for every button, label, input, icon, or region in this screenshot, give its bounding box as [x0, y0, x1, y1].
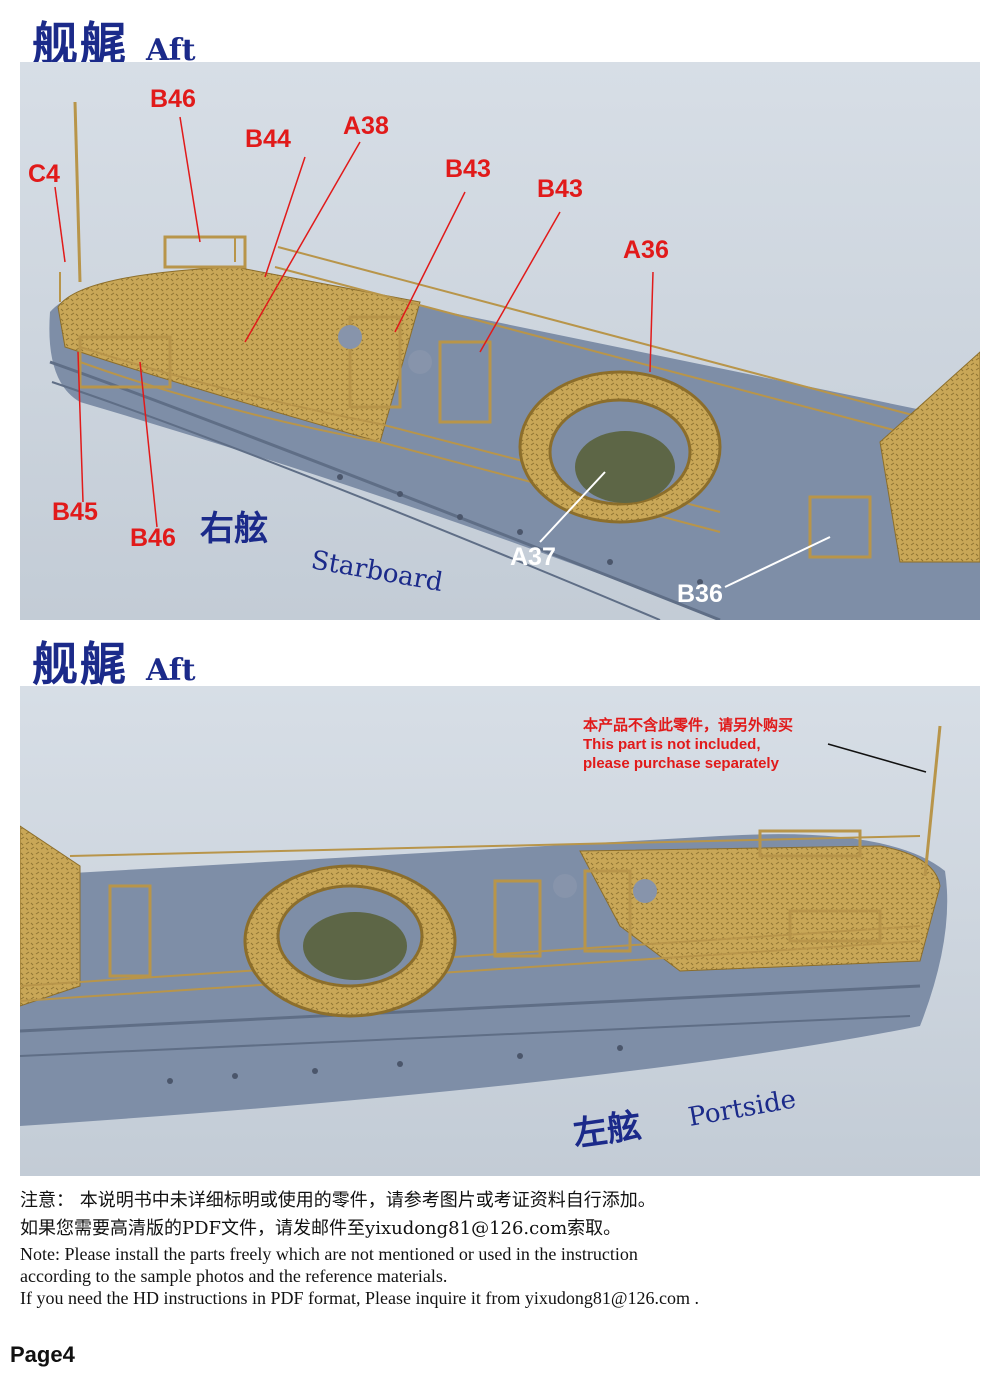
photo-portside: 左舷 Portside	[20, 686, 980, 1176]
title-cn: 舰艉	[32, 637, 128, 691]
label-b43-b: B43	[537, 175, 583, 203]
deck-plate-a38	[57, 266, 421, 443]
note-cn-2: 如果您需要高清版的PDF文件，请发邮件至yixudong81@126.com索取…	[20, 1218, 622, 1239]
note-cn-1: 注意： 本说明书中未详细标明或使用的零件，请参考图片或考证资料自行添加。	[20, 1190, 656, 1211]
note-en-3: If you need the HD instructions in PDF f…	[20, 1288, 699, 1308]
label-b43-a: B43	[445, 155, 491, 183]
label-b36: B36	[677, 580, 723, 608]
label-b46-bottom: B46	[130, 524, 176, 552]
section-title-2: 舰艉 Aft	[32, 628, 196, 694]
notice-en-1: This part is not included,	[583, 736, 761, 753]
side-cn-starboard: 右舷	[200, 509, 268, 549]
label-a37: A37	[510, 543, 556, 571]
label-b45: B45	[52, 498, 98, 526]
label-a36: A36	[623, 236, 669, 264]
notice-cn: 本产品不含此零件，请另外购买	[583, 717, 794, 734]
title-en: Aft	[146, 653, 196, 688]
note-en-1: Note: Please install the parts freely wh…	[20, 1244, 638, 1264]
page-number: Page4	[10, 1342, 75, 1367]
instruction-notes: 注意： 本说明书中未详细标明或使用的零件，请参考图片或考证资料自行添加。 如果您…	[20, 1187, 995, 1309]
note-en-2: according to the sample photos and the r…	[20, 1266, 448, 1286]
label-b44: B44	[245, 125, 291, 153]
label-b46-top: B46	[150, 85, 196, 113]
label-c4: C4	[28, 160, 60, 188]
notice-en-2: please purchase separately	[583, 755, 779, 772]
not-included-notice: 本产品不含此零件，请另外购买 This part is not included…	[583, 716, 793, 773]
label-a38: A38	[343, 112, 389, 140]
side-cn-portside: 左舷	[571, 1106, 644, 1155]
photo-starboard: C4 B46 B44 A38 B43 B43 A36 B45 B46 A37 B…	[20, 62, 980, 620]
